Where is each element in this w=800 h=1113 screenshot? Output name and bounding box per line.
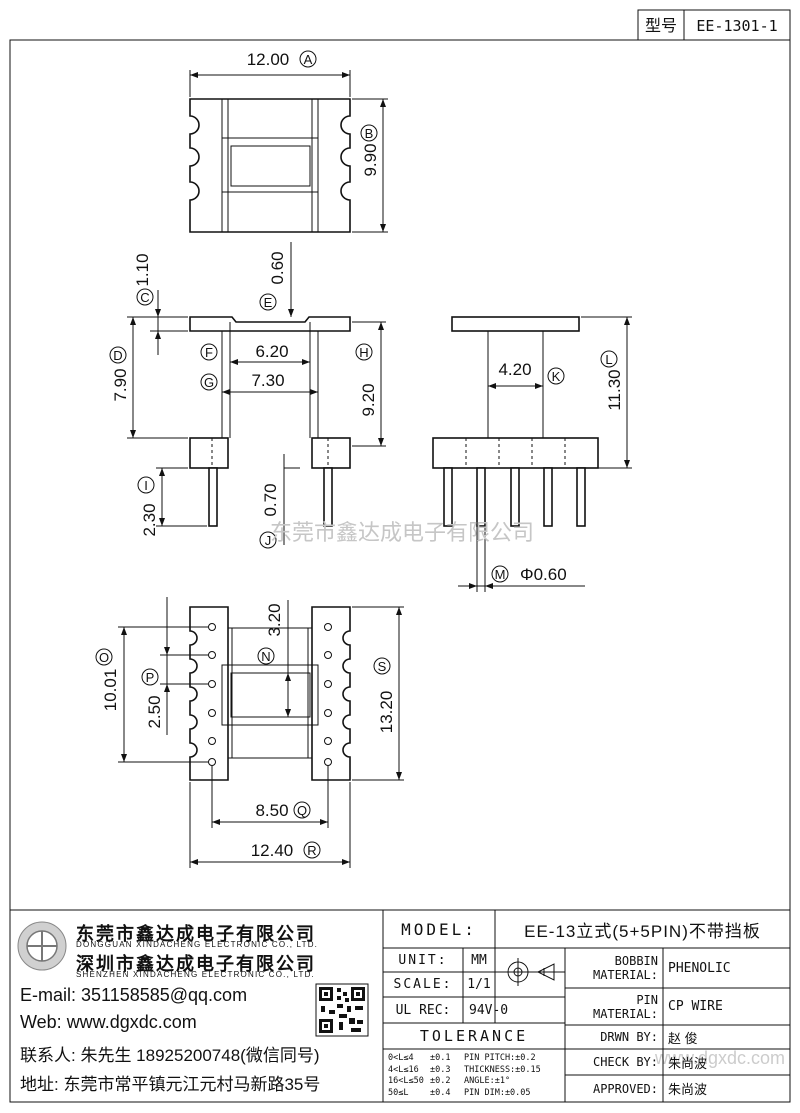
tolerance-row: 4<L≤16 ±0.3 THICKNESS:±0.15 [388,1065,564,1077]
company-address: 地址: 东莞市常平镇元江元村马新路35号 [20,1075,321,1094]
approved-value: 朱尚波 [668,1082,708,1097]
dim-p-value: 2.50 [145,695,164,728]
label-o: O [99,650,109,665]
label-l: L [605,352,612,367]
watermark-text: 东莞市鑫达成电子有限公司 [270,520,534,545]
label-q: Q [297,803,307,818]
label-a: A [304,52,313,67]
company-name-en: DONGGUAN XINDACHENG ELECTRONIC CO., LTD. [76,940,319,949]
side-view: 4.20 K 11.30 L M Φ0.60 [432,316,632,592]
unit-label: UNIT: [398,952,448,968]
label-k: K [552,369,561,384]
tolerance-tol: ±0.3 [430,1064,451,1075]
bobbin-label: BOBBIN MATERIAL: [592,954,658,982]
bottom-view: 3.20 N 10.01 O 2.50 P 13.20 S 8.50 Q [95,597,404,868]
title-block-frame [10,909,790,1102]
header-box [637,9,791,41]
label-e: E [264,295,273,310]
scale-value: 1/1 [467,977,491,992]
company2-name-en: SHENZHEN XINDACHENG ELECTRONIC CO., LTD. [76,970,315,979]
company-name-cn: 东莞市鑫达成电子有限公司 [76,924,316,944]
pin-value: CP WIRE [668,999,723,1014]
tolerance-row: 0<L≤4 ±0.1 PIN PITCH:±0.2 [388,1053,564,1065]
company2-name-cn: 深圳市鑫达成电子有限公司 [76,954,316,974]
scale-label: SCALE: [393,977,453,992]
dim-l-value: 11.30 [605,369,624,410]
label-b: B [365,126,374,141]
label-i: I [144,478,148,493]
tolerance-item: THICKNESS:±0.15 [464,1064,541,1075]
tolerance-label: TOLERANCE [419,1027,529,1045]
label-h: H [359,345,368,360]
bobbin-value: PHENOLIC [668,960,731,976]
unit-value: MM [471,952,487,968]
dim-n-value: 3.20 [265,603,284,636]
label-g: G [204,375,214,390]
label-p: P [146,670,155,685]
tolerance-row: 50≤L ±0.4 PIN DIM:±0.05 [388,1088,564,1100]
watermark-url: www.dgxdc.com [654,1048,785,1068]
dim-c-value: 1.10 [133,253,152,286]
model-code: EE-1301-1 [696,17,777,35]
dim-q-value: 8.50 [255,801,288,820]
label-j: J [265,533,272,548]
tolerance-tol: ±0.1 [430,1053,451,1063]
tolerance-table: 0<L≤4 ±0.1 PIN PITCH:±0.2 4<L≤16 ±0.3 THICKNE… [388,1053,564,1099]
tolerance-row: 16<L≤50 ±0.2 ANGLE:±1° [388,1076,564,1088]
label-r: R [307,843,316,858]
top-view: 12.00 A 9.90 B [189,50,388,233]
dim-r-value: 12.40 [251,841,294,860]
check-label: CHECK BY: [592,1055,658,1069]
pin-label: PIN MATERIAL: [592,992,658,1021]
dim-a-value: 12.00 [247,50,290,69]
tolerance-tol: ±0.2 [430,1076,451,1086]
label-n: N [261,649,270,664]
dim-f-value: 6.20 [255,342,288,361]
ulrec-label: UL REC: [395,1002,451,1018]
dim-j-value: 0.70 [261,483,280,516]
front-view: 1.10 C 7.90 D 0.60 E 6.20 F 7.30 G 9.20 … [109,242,386,549]
dim-h-value: 9.20 [359,383,378,416]
dim-m-value: Φ0.60 [520,565,567,584]
type-label: 型号 [645,17,677,35]
dim-d-value: 7.90 [111,368,130,401]
dim-b-value: 9.90 [361,143,380,176]
tolerance-range: 16<L≤50 [388,1076,424,1086]
company-email: E-mail: 351158585@qq.com [20,985,248,1005]
dim-i-value: 2.30 [140,503,159,536]
label-c: C [140,290,149,305]
ulrec-value: 94V-0 [469,1002,509,1018]
dim-k-value: 4.20 [498,360,531,379]
model-label: MODEL: [401,919,477,939]
tolerance-range: 0<L≤4 [388,1053,414,1063]
tolerance-item: ANGLE:±1° [464,1076,511,1086]
approved-label: APPROVED: [592,1081,658,1096]
dim-g-value: 7.30 [251,371,284,390]
tolerance-range: 50≤L [388,1087,409,1098]
sheet-border [9,39,791,1103]
tolerance-range: 4<L≤16 [388,1064,419,1075]
company-web: Web: www.dgxdc.com [20,1012,197,1032]
dim-e-value: 0.60 [268,251,287,284]
label-s: S [378,659,387,674]
tolerance-item: PIN PITCH:±0.2 [464,1053,536,1063]
label-f: F [205,345,213,360]
drwn-value: 赵 俊 [668,1030,698,1046]
model-value: EE-13立式(5+5PIN)不带挡板 [524,921,761,941]
tolerance-tol: ±0.4 [430,1087,451,1098]
dim-s-value: 13.20 [377,691,396,734]
dim-o-value: 10.01 [101,669,120,712]
check-value: 朱尚波 [668,1055,708,1071]
label-m: M [495,567,506,582]
tolerance-item: PIN DIM:±0.05 [464,1087,531,1098]
label-d: D [113,348,122,363]
company-contact: 联系人: 朱先生 18925200748(微信同号) [20,1046,320,1065]
drwn-label: DRWN BY: [600,1030,658,1044]
